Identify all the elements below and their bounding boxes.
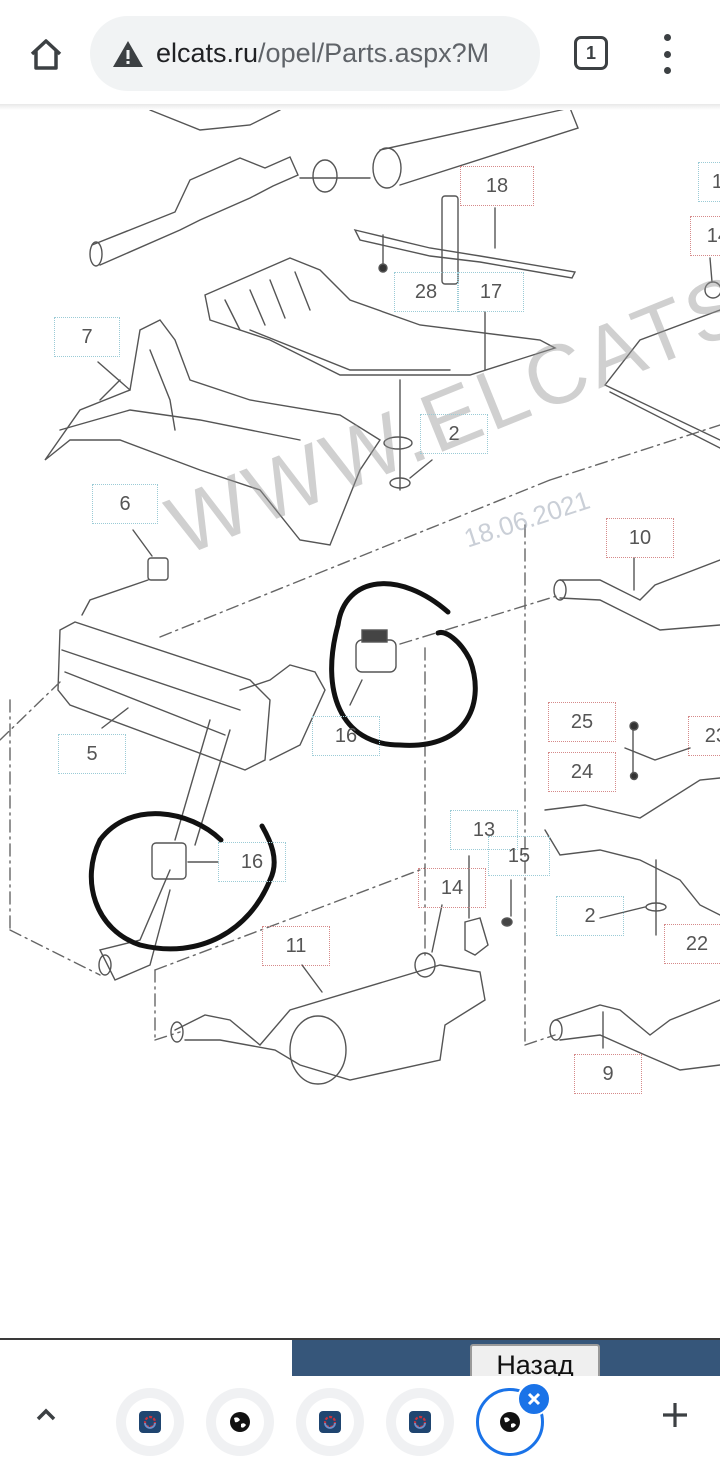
parts-diagram[interactable]: WWW.ELCATS 18.06.2021 18 1 14 28 17 7 2 …	[0, 106, 720, 1340]
callout-5[interactable]: 5	[58, 734, 126, 774]
callout-9[interactable]: 9	[574, 1054, 642, 1094]
close-tab-button[interactable]	[517, 1382, 551, 1416]
globe-icon	[230, 1412, 250, 1432]
callout-25[interactable]: 25	[548, 702, 616, 742]
callout-17[interactable]: 17	[458, 272, 524, 312]
callout-14[interactable]: 14	[418, 868, 486, 908]
callout-11[interactable]: 11	[262, 926, 330, 966]
url-host: elcats.ru	[156, 38, 259, 68]
tab-count: 1	[585, 42, 596, 63]
tab-2[interactable]	[206, 1388, 274, 1456]
tab-strip	[0, 1376, 720, 1466]
home-button[interactable]	[22, 30, 70, 78]
more-vert-icon[interactable]	[650, 34, 684, 74]
callout-16-upper[interactable]: 16	[312, 716, 380, 756]
callout-23[interactable]: 23	[688, 716, 720, 756]
exhaust-system-drawing	[0, 107, 720, 1085]
page-footer: Назад	[0, 1338, 720, 1384]
address-bar[interactable]: elcats.ru/opel/Parts.aspx?M	[90, 16, 540, 91]
tab-switcher-button[interactable]: 1	[574, 36, 608, 70]
callout-13[interactable]: 13	[450, 810, 518, 850]
home-icon	[30, 39, 62, 70]
elcats-favicon	[139, 1411, 161, 1433]
elcats-favicon	[409, 1411, 431, 1433]
elcats-favicon	[319, 1411, 341, 1433]
toolbar-shadow	[0, 104, 720, 110]
plus-icon	[663, 1403, 687, 1427]
callout-2-top[interactable]: 2	[420, 414, 488, 454]
collapse-tab-strip-button[interactable]	[30, 1398, 62, 1430]
callout-10[interactable]: 10	[606, 518, 674, 558]
browser-toolbar: elcats.ru/opel/Parts.aspx?M 1	[0, 0, 720, 106]
callout-22[interactable]: 22	[664, 924, 720, 964]
callout-1x[interactable]: 1	[698, 162, 720, 202]
callout-7[interactable]: 7	[54, 317, 120, 357]
close-icon	[527, 1392, 541, 1406]
callout-15[interactable]: 15	[488, 836, 550, 876]
callout-24[interactable]: 24	[548, 752, 616, 792]
chevron-up-icon	[36, 1408, 56, 1421]
url-path: /opel/Parts.aspx?M	[258, 38, 490, 68]
tab-4[interactable]	[386, 1388, 454, 1456]
globe-icon	[500, 1412, 520, 1432]
callout-16-lower[interactable]: 16	[218, 842, 286, 882]
callout-28[interactable]: 28	[394, 272, 458, 312]
tab-3[interactable]	[296, 1388, 364, 1456]
url-text[interactable]: elcats.ru/opel/Parts.aspx?M	[156, 38, 526, 69]
callout-14-top[interactable]: 14	[690, 216, 720, 256]
callout-2-lower[interactable]: 2	[556, 896, 624, 936]
callout-18[interactable]: 18	[460, 166, 534, 206]
warning-triangle-icon	[113, 40, 143, 67]
new-tab-button[interactable]	[656, 1396, 694, 1434]
callout-6[interactable]: 6	[92, 484, 158, 524]
tab-1[interactable]	[116, 1388, 184, 1456]
